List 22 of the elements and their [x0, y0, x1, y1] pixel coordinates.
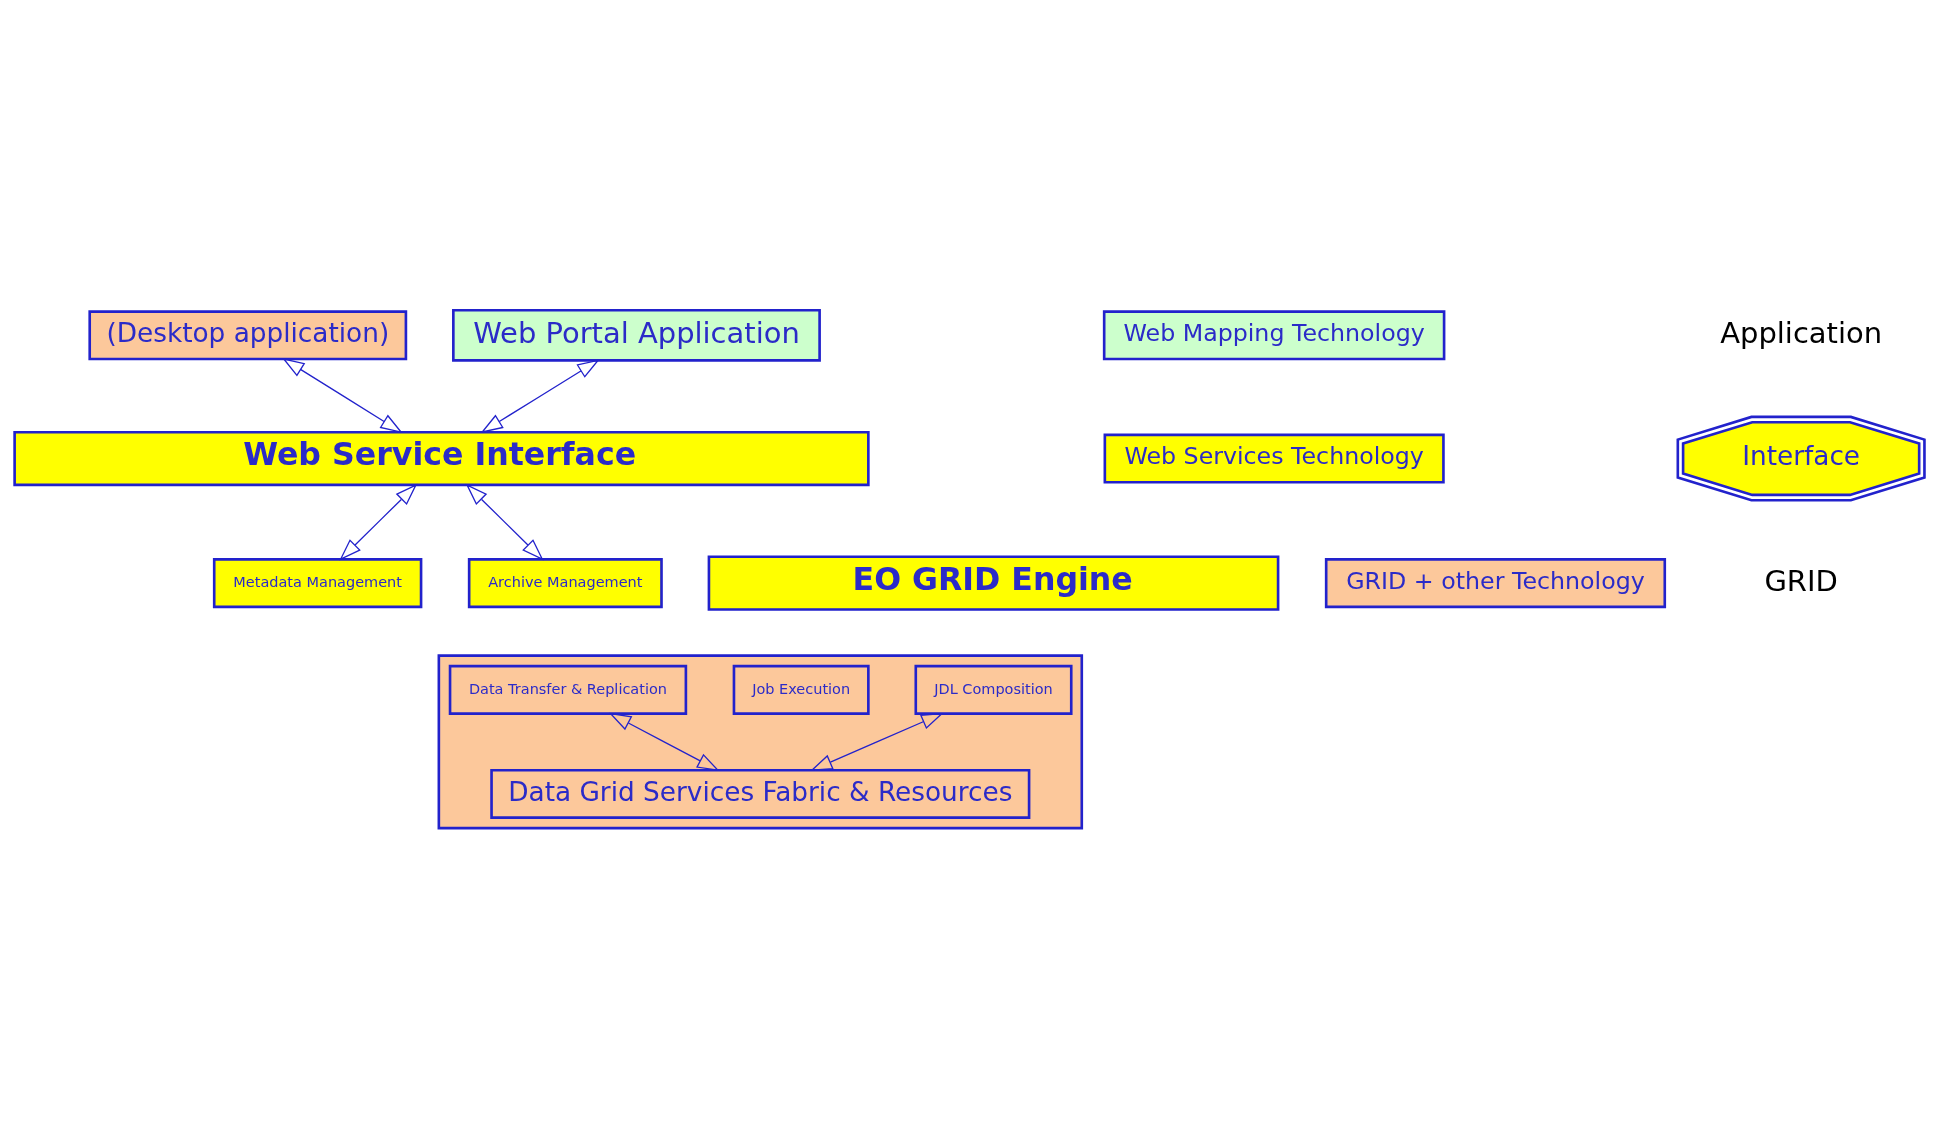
arrow [810, 712, 944, 771]
arrow [465, 483, 544, 560]
node-box: Data Transfer & Replication [448, 664, 688, 715]
node-box: Job Execution [732, 664, 870, 715]
node-box: Metadata Management [212, 557, 423, 608]
arrow [282, 357, 403, 433]
arrow [480, 358, 600, 433]
arrow [608, 712, 720, 771]
node-box: Web Service Interface [13, 430, 870, 486]
node-box: EO GRID Engine [707, 554, 1280, 611]
node-box: Web Mapping Technology [1102, 309, 1446, 360]
label: Application [1720, 315, 1883, 350]
arrow [339, 483, 418, 560]
node-box: Data Grid Services Fabric & Resources [490, 768, 1031, 819]
node-box: Web Portal Application [452, 308, 821, 362]
node-box: GRID + other Technology [1324, 557, 1667, 608]
node-box: (Desktop application) [88, 309, 408, 360]
cluster [437, 653, 1084, 829]
node-box: Archive Management [467, 557, 663, 608]
label: GRID [1764, 563, 1838, 598]
node-box: JDL Composition [914, 664, 1073, 715]
node-box: Web Services Technology [1103, 433, 1445, 484]
